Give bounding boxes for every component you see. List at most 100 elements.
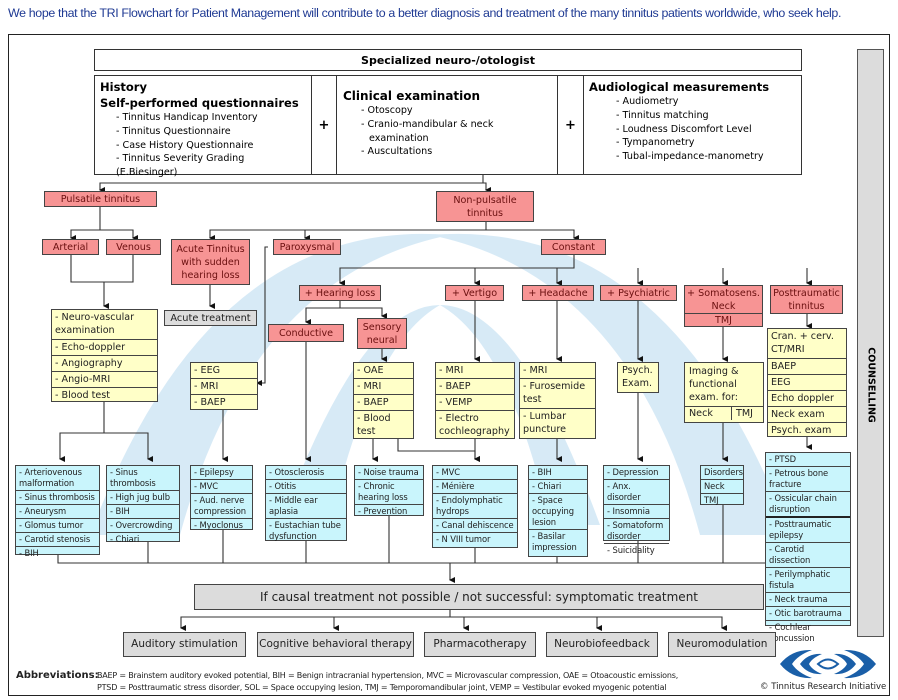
node-label: tinnitus — [788, 300, 825, 312]
diagnosis-item: - Sinus thrombosis — [107, 466, 179, 491]
clinical-item: - Auscultations — [361, 146, 433, 158]
node-vertigo: + Vertigo — [445, 285, 504, 301]
exam-item: - MRI — [354, 379, 413, 395]
diagnosis-item: - Noise trauma — [355, 466, 423, 480]
diagnoses-posttraumatic: - PTSD - Petrous bone fracture - Ossicul… — [765, 452, 851, 643]
exam-item: BAEP — [768, 359, 846, 375]
exam-item: - Blood test — [55, 390, 111, 401]
exam-psych: Psych. Exam. — [617, 362, 659, 393]
exam-posttraumatic: Cran. + cerv. CT/MRI BAEP EEG Echo doppl… — [767, 328, 847, 437]
history-title: History — [100, 80, 147, 94]
exam-item: - Angio-MRI — [52, 372, 157, 388]
diagnosis-item: - Depression — [604, 466, 669, 480]
node-somatosensory-tmj: TMJ — [684, 313, 763, 327]
exam-item: Imaging & functional exam. for: — [685, 363, 763, 407]
diagnosis-item: Neck — [701, 480, 743, 494]
diagnosis-item: - Otitis — [266, 480, 346, 494]
exam-item: - OAE — [354, 363, 413, 379]
audiological-title: Audiological measurements — [589, 80, 770, 94]
exam-item: - VEMP — [436, 395, 514, 411]
diagnosis-item: - Eustachian tube dysfunction — [269, 520, 341, 541]
node-arterial: Arterial — [42, 239, 99, 255]
diagnosis-item: - Epilepsy — [191, 466, 252, 480]
history-item: - Tinnitus Handicap Inventory — [116, 112, 258, 123]
diagnosis-item: Disorders — [701, 466, 743, 480]
symptomatic-treatment: If causal treatment not possible / not s… — [194, 584, 764, 610]
exam-item: Neck exam — [768, 407, 846, 423]
node-label: tinnitus — [466, 207, 504, 219]
exam-item: - BAEP — [354, 395, 413, 411]
exam-item: - Electro cochleography — [439, 413, 510, 437]
treatment-neurobiofeedback: Neurobiofeedback — [546, 632, 658, 657]
exam-item: - Angiography — [52, 356, 157, 372]
node-constant: Constant — [541, 239, 606, 255]
exam-item: Cran. + cerv. CT/MRI — [768, 329, 846, 359]
history-cell: History Self-performed questionnaires - … — [94, 75, 312, 178]
node-psychiatric: + Psychiatric — [600, 285, 677, 301]
diagnosis-item: - PTSD — [766, 453, 850, 467]
diagnosis-item: - Neck trauma — [766, 593, 850, 607]
clinical-cell: Clinical examination - Otoscopy - Cranio… — [336, 75, 558, 175]
node-acute-tinnitus: Acute Tinnitus with sudden hearing loss — [171, 239, 250, 285]
diagnoses-vertigo: - MVC - Ménière - Endolymphatic hydrops … — [432, 465, 518, 548]
diagnosis-item: - Ménière — [433, 480, 517, 494]
clinical-item: - Otoscopy — [361, 105, 413, 116]
exam-item: - BAEP — [436, 379, 514, 395]
node-label: Non-pulsatile — [453, 194, 517, 206]
diagnosis-item: - BIH — [529, 466, 587, 480]
exam-item: Psych. exam — [771, 425, 832, 436]
diagnosis-item: - Prevention — [358, 506, 408, 516]
clinical-item: examination — [369, 132, 429, 144]
diagnosis-item: - Aud. nerve compression — [191, 494, 252, 519]
plus-sign: + — [311, 75, 337, 175]
exam-item: EEG — [768, 375, 846, 391]
abbreviations-line-2: PTSD = Posttraumatic stress disorder, SO… — [97, 683, 667, 692]
diagnosis-item: - Anx. disorder — [604, 480, 669, 505]
diagnoses-paroxysmal: - Epilepsy - MVC - Aud. nerve compressio… — [190, 465, 253, 530]
diagnosis-item: - Chiari — [110, 534, 140, 544]
diagnosis-item: - Petrous bone fracture — [766, 467, 850, 492]
exam-tmj: TMJ — [731, 407, 753, 420]
diagnosis-item: - Chiari — [529, 480, 587, 494]
flowchart-frame — [8, 34, 890, 696]
diagnoses-somatosensory: Disorders Neck TMJ — [700, 465, 744, 505]
audio-item: - Tympanometry — [616, 137, 695, 149]
node-headache: + Headache — [522, 285, 594, 301]
history-item: - Case History Questionnaire — [116, 139, 254, 151]
node-label: Neck — [711, 301, 736, 312]
questionnaires-title: Self-performed questionnaires — [100, 96, 299, 110]
exam-neck: Neck — [689, 408, 713, 419]
clinical-title: Clinical examination — [343, 89, 481, 103]
diagnoses-arterial: - Arteriovenous malformation - Sinus thr… — [15, 465, 100, 558]
diagnosis-item: TMJ — [704, 495, 719, 505]
history-item: - Tinnitus Severity Grading (E.Biesinger… — [116, 153, 245, 179]
node-label: Posttraumatic — [773, 287, 840, 299]
diagnosis-item: - Middle ear aplasia — [266, 494, 346, 519]
diagnosis-item: - Otosclerosis — [266, 466, 346, 480]
exam-item: - MRI — [191, 379, 257, 395]
audio-item: - Tubal-impedance-manometry — [616, 151, 764, 163]
diagnoses-headache: - BIH - Chiari - Space occupying lesion … — [528, 465, 588, 557]
diagnosis-item: - BIH — [107, 505, 179, 519]
diagnosis-item: - Posttraumatic epilepsy — [766, 518, 850, 543]
diagnosis-item: - Chronic hearing loss — [355, 480, 423, 505]
diagnosis-item: - Overcrowding — [107, 519, 179, 533]
exam-item: - BAEP — [194, 397, 226, 408]
exam-item: - Echo-doppler — [52, 340, 157, 356]
node-sensory-neural: Sensory neural — [357, 318, 407, 349]
copyright: © Tinnitus Research Initiative — [760, 682, 887, 692]
abbreviations-line-1: BAEP = Brainstem auditory evoked potenti… — [97, 671, 679, 680]
audio-item: - Tinnitus matching — [616, 109, 709, 121]
node-acute-treatment: Acute treatment — [164, 310, 257, 326]
exam-item: - Neuro-vascular examination — [52, 310, 157, 340]
node-label: Sensory — [362, 321, 402, 333]
diagnoses-sensory-neural: - Noise trauma - Chronic hearing loss - … — [354, 465, 424, 516]
diagnosis-item: - Sinus thrombosis — [16, 491, 99, 505]
diagnosis-item: - Space occupying lesion — [529, 494, 587, 530]
node-non-pulsatile: Non-pulsatile tinnitus — [436, 191, 534, 222]
audio-item: - Loudness Discomfort Level — [616, 123, 752, 135]
exam-item: - MRI — [520, 363, 595, 379]
diagnosis-item: - BIH — [19, 548, 39, 558]
exam-somatosensory: Imaging & functional exam. for: Neck TMJ — [684, 362, 764, 423]
diagnosis-item: - High jug bulb — [107, 491, 179, 505]
